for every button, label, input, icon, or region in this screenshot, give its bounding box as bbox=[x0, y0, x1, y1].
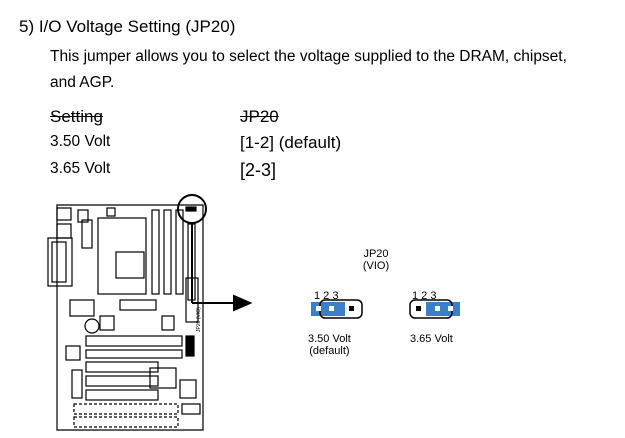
cpu-chip bbox=[115, 251, 145, 279]
isa-slot bbox=[73, 403, 179, 415]
isa-slot bbox=[73, 416, 179, 428]
jumper-option-2 bbox=[409, 299, 460, 319]
dimm-slot bbox=[175, 209, 184, 295]
jumper-sub: (VIO) bbox=[362, 260, 390, 272]
jumper-cap-blue bbox=[426, 302, 460, 316]
arrow-head bbox=[233, 294, 253, 312]
io-port-block bbox=[47, 237, 73, 287]
jumper-name: JP20 bbox=[363, 248, 389, 260]
jumper-name-label: JP20 (VIO) bbox=[354, 248, 398, 272]
row-2-setting: 3.65 Volt bbox=[50, 160, 111, 177]
option-1-default: (default) bbox=[309, 345, 350, 357]
battery bbox=[84, 318, 100, 334]
dimm-slot bbox=[163, 209, 172, 295]
table-header-setting: Setting bbox=[50, 107, 103, 126]
description-line-2: and AGP. bbox=[50, 74, 115, 91]
row-2-jp20: [2-3] bbox=[240, 160, 277, 180]
row-1-jp20: [1-2] (default) bbox=[240, 133, 342, 152]
pin-numbers-option-2: 1 2 3 bbox=[412, 290, 437, 302]
jumper-option-1 bbox=[311, 299, 363, 319]
table-header-jp20: JP20 bbox=[240, 107, 279, 126]
dimm-slot bbox=[151, 209, 160, 295]
pci-slot bbox=[85, 361, 159, 373]
option-2-caption: 3.65 Volt bbox=[410, 333, 453, 345]
cpu-socket-area bbox=[97, 217, 147, 295]
section-description: This jumper allows you to select the vol… bbox=[50, 44, 620, 96]
pci-slot bbox=[85, 389, 159, 401]
option-1-caption: 3.50 Volt (default) bbox=[308, 333, 351, 357]
pci-slot bbox=[85, 375, 159, 387]
pin-numbers-option-1: 1 2 3 bbox=[314, 290, 339, 302]
row-1-setting: 3.50 Volt bbox=[50, 133, 111, 150]
board-outline bbox=[56, 204, 204, 431]
section-heading: 5) I/O Voltage Setting (JP20) bbox=[19, 17, 236, 36]
option-1-voltage: 3.50 Volt bbox=[308, 333, 351, 345]
board-jumper-label: JP20 (VIO) bbox=[196, 307, 202, 332]
description-line-1: This jumper allows you to select the vol… bbox=[50, 48, 567, 65]
agp-slot bbox=[85, 335, 183, 347]
